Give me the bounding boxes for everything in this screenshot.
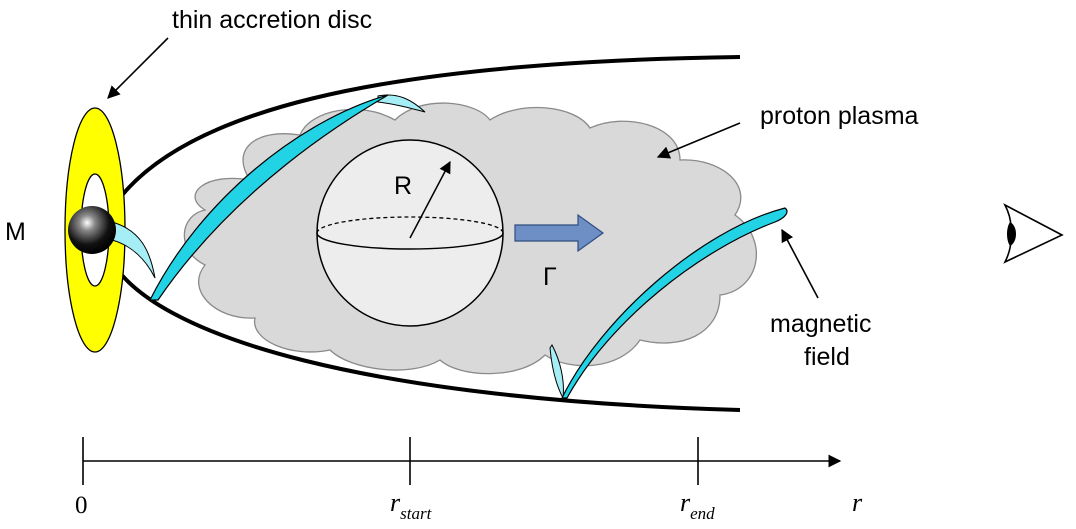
magnetic-label-line2: field <box>804 343 850 371</box>
plasma-label: proton plasma <box>760 102 919 130</box>
magnetic-field-band-left <box>149 94 426 301</box>
plasma-pointer-arrow <box>656 122 741 159</box>
observer-eye-icon <box>1003 203 1064 264</box>
axis-origin-label: 0 <box>75 492 88 519</box>
lorentz-label: Γ <box>543 263 557 291</box>
magnetic-field-loop-inner <box>111 221 156 279</box>
field-pointer-arrow <box>781 228 819 299</box>
blob-sphere <box>316 139 504 327</box>
mass-label: M <box>5 218 26 246</box>
r-end-subscript: end <box>690 504 715 523</box>
disc-pointer-arrow <box>107 37 169 99</box>
r-axis <box>82 437 842 485</box>
radius-label: R <box>394 172 412 200</box>
r-axis-label: r <box>852 488 863 517</box>
r-start-label: rstart <box>390 488 433 523</box>
magnetic-label-line1: magnetic <box>770 310 871 338</box>
disc-label: thin accretion disc <box>172 6 372 34</box>
black-hole <box>68 206 116 254</box>
r-end-label: rend <box>680 488 715 523</box>
lorentz-arrow-icon <box>514 213 605 253</box>
magnetic-field-band-right <box>549 207 788 400</box>
r-start-subscript: start <box>400 504 432 523</box>
jet-boundary-upper <box>106 55 741 217</box>
jet-boundary-lower <box>106 254 741 412</box>
radius-arrow <box>409 160 451 239</box>
